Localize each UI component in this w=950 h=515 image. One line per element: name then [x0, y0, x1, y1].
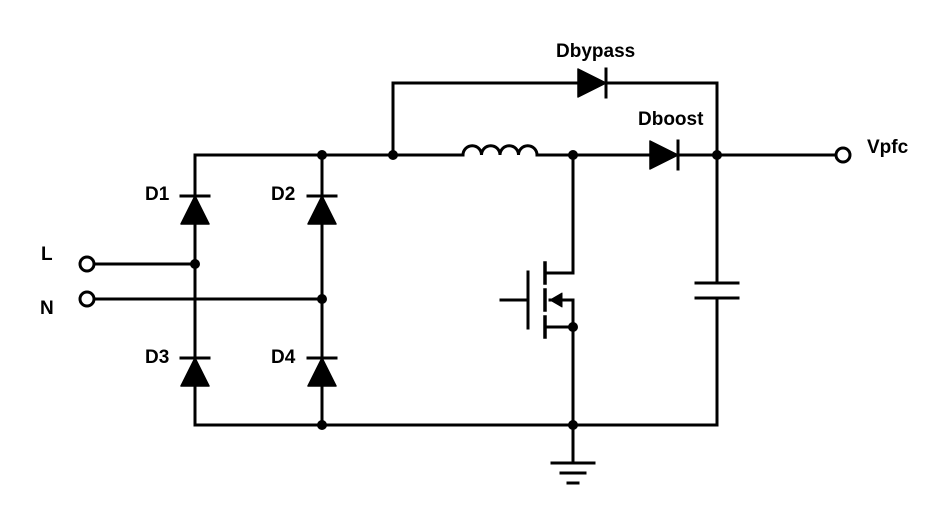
vpfc-terminal: [834, 146, 852, 164]
label-d4: D4: [271, 347, 296, 368]
label-d2: D2: [271, 184, 296, 205]
mosfet-switch: [499, 153, 575, 427]
inductor: [461, 144, 539, 156]
diode-d4: [306, 356, 338, 387]
label-line: L: [41, 244, 53, 265]
neutral-terminal: [78, 290, 96, 308]
label-dbypass: Dbypass: [556, 41, 636, 62]
label-neutral: N: [40, 298, 54, 319]
label-d1: D1: [145, 184, 170, 205]
junction-dots: [190, 150, 722, 430]
output-capacitor: [694, 153, 740, 427]
diode-dbypass: [577, 67, 608, 99]
diode-d3: [179, 356, 211, 387]
diode-d1: [179, 194, 211, 225]
line-terminal: [78, 255, 96, 273]
diode-dboost: [649, 139, 680, 171]
wire-bypass: [391, 81, 719, 157]
ground-symbol: [550, 423, 596, 485]
label-vpfc: Vpfc: [867, 137, 909, 158]
diode-d2: [306, 194, 338, 225]
label-dboost: Dboost: [638, 109, 704, 130]
label-d3: D3: [145, 347, 170, 368]
